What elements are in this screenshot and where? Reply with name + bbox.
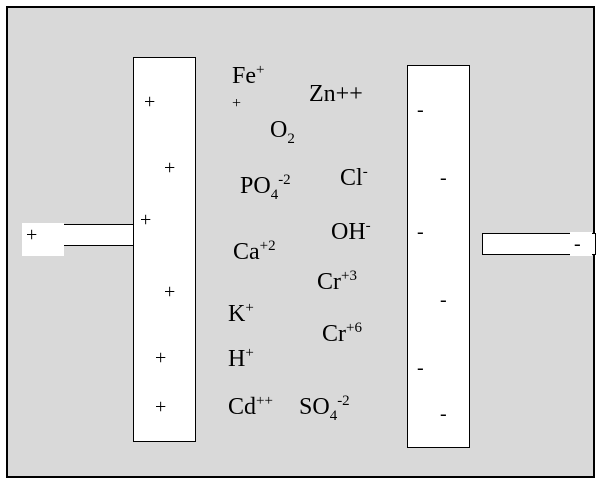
ion-phosphate: PO4-2 xyxy=(240,172,291,203)
ion-iron: Fe+ xyxy=(232,62,264,90)
ion-zinc: Zn++ xyxy=(309,80,363,108)
anode-sign: + xyxy=(164,281,176,303)
ion-cadmium-charge: ++ xyxy=(256,393,273,409)
ion-iron-charge: + xyxy=(256,62,265,78)
ion-chloride-symbol: Cl xyxy=(340,165,363,191)
anode-sign: + xyxy=(164,157,176,179)
ion-chromium-3: Cr+3 xyxy=(317,268,357,296)
ion-potassium: K+ xyxy=(228,300,254,328)
ion-phosphate-subscript: 4 xyxy=(270,186,279,203)
ion-calcium-symbol: Ca xyxy=(233,239,260,265)
anode-plate xyxy=(133,57,196,442)
ion-sulfate-symbol: SO xyxy=(299,394,330,420)
ion-oxygen-subscript: 2 xyxy=(287,130,295,147)
ion-phosphate-charge: -2 xyxy=(278,172,291,188)
ion-chloride: Cl- xyxy=(340,164,368,192)
ion-sulfate: SO4-2 xyxy=(299,393,350,424)
ion-oxygen-symbol: O xyxy=(270,117,288,143)
cathode-plate xyxy=(407,65,470,448)
ion-hydrogen-symbol: H xyxy=(228,346,246,372)
anode-sign: + xyxy=(155,347,167,369)
anode-sign: + xyxy=(140,209,152,231)
ion-iron-extra-charge: + xyxy=(232,95,242,112)
ion-cadmium: Cd++ xyxy=(228,393,273,421)
anode-lead xyxy=(64,224,135,246)
anode-sign: + xyxy=(144,91,156,113)
ion-zinc-symbol: Zn++ xyxy=(309,81,363,107)
ion-cadmium-symbol: Cd xyxy=(228,394,257,420)
cathode-sign: - xyxy=(440,289,447,311)
ion-phosphate-symbol: PO xyxy=(240,173,271,199)
positive-terminal-label: + xyxy=(22,223,64,256)
ion-chromium-3-charge: +3 xyxy=(341,268,357,284)
cathode-lead xyxy=(482,233,596,255)
cathode-sign: - xyxy=(440,403,447,425)
cathode-sign: - xyxy=(417,221,424,243)
ion-calcium: Ca+2 xyxy=(233,238,276,266)
ion-sulfate-subscript: 4 xyxy=(329,407,338,424)
ion-calcium-charge: +2 xyxy=(259,238,276,254)
ion-oxygen: O2 xyxy=(270,116,295,147)
negative-terminal-label: - xyxy=(570,232,592,256)
ion-sulfate-charge: -2 xyxy=(337,393,350,409)
ion-potassium-charge: + xyxy=(245,300,254,316)
ion-hydrogen-charge: + xyxy=(245,345,254,361)
ion-chloride-charge: - xyxy=(362,164,368,180)
ion-chromium-6-charge: +6 xyxy=(346,320,362,336)
anode-sign: + xyxy=(155,396,167,418)
cathode-sign: - xyxy=(440,167,447,189)
cathode-sign: - xyxy=(417,99,424,121)
ion-hydroxide-symbol: OH xyxy=(331,219,366,245)
ion-hydrogen: H+ xyxy=(228,345,254,373)
ion-chromium-3-symbol: Cr xyxy=(317,269,341,295)
ion-chromium-6-symbol: Cr xyxy=(322,321,346,347)
cathode-sign: - xyxy=(417,357,424,379)
ion-iron-symbol: Fe xyxy=(232,63,256,89)
ion-hydroxide-charge: - xyxy=(365,218,371,234)
ion-potassium-symbol: K xyxy=(228,301,246,327)
ion-chromium-6: Cr+6 xyxy=(322,320,362,348)
ion-hydroxide: OH- xyxy=(331,218,371,246)
